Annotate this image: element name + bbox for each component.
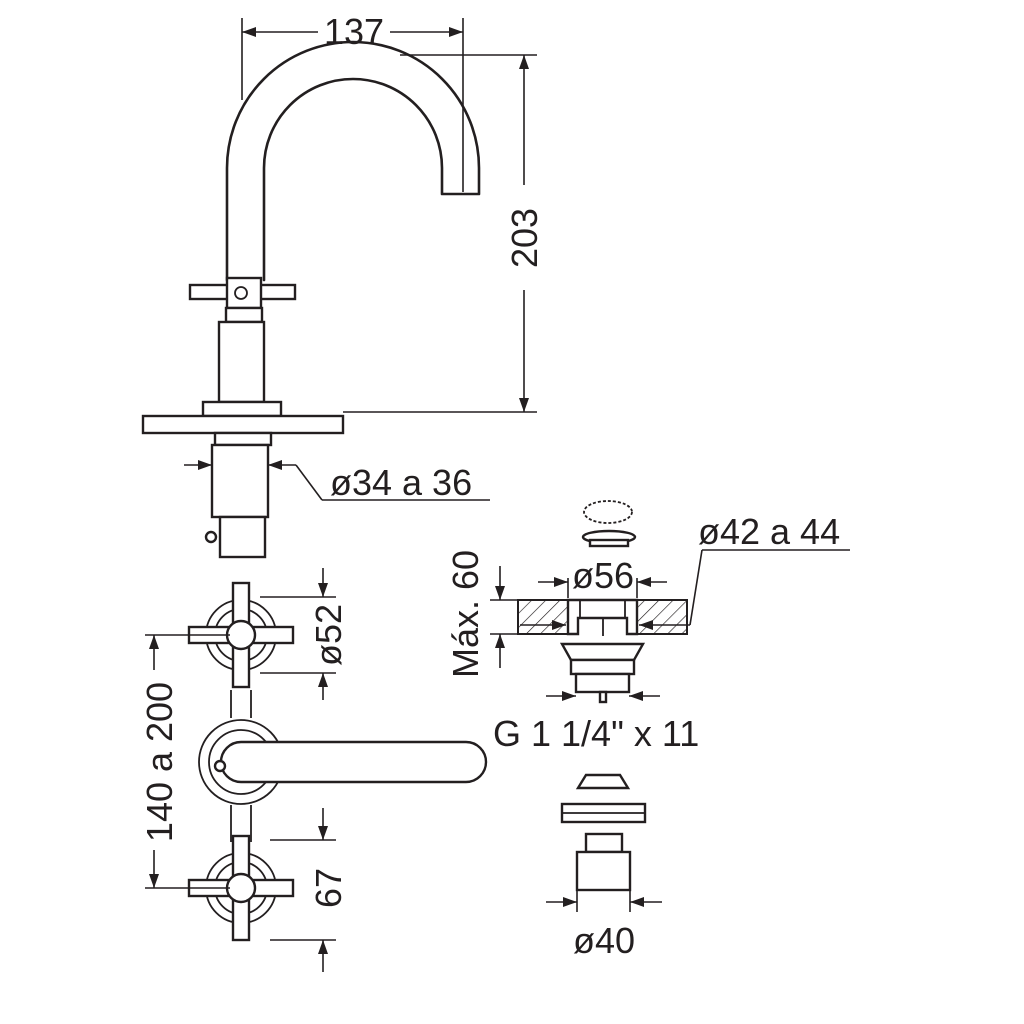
spout-gooseneck xyxy=(225,40,481,282)
dimension-max-thickness: Máx. 60 xyxy=(445,550,518,678)
drain-lower-parts xyxy=(560,773,647,892)
drain-countertop-section xyxy=(517,598,688,636)
drain-assembly xyxy=(517,500,688,892)
spout-under-nut xyxy=(213,431,273,447)
spout-shank xyxy=(210,443,270,519)
dimension-drain-body: ø40 xyxy=(546,890,662,961)
spout-handle-hub xyxy=(225,276,263,310)
dimension-label-spout-reach: 137 xyxy=(324,11,384,52)
dimension-rosette: ø52 xyxy=(260,568,349,700)
dimension-label-max-thickness: Máx. 60 xyxy=(445,550,486,678)
lower-cross-handle xyxy=(187,834,295,942)
spout-lower-body xyxy=(218,515,267,559)
dimension-drain-flange: ø56 xyxy=(538,555,667,598)
spout-base-ring xyxy=(201,400,283,418)
dimension-label-handle-spacing: 140 a 200 xyxy=(139,682,180,842)
deck-plate xyxy=(141,414,345,435)
spout-hose-nipple xyxy=(204,530,218,544)
spout-assembly xyxy=(141,40,481,559)
dimension-label-rosette: ø52 xyxy=(308,604,349,666)
dimension-label-drain-body: ø40 xyxy=(573,920,635,961)
dimension-label-drain-hole: ø42 a 44 xyxy=(698,511,840,552)
dimension-spout-reach: 137 xyxy=(241,11,464,192)
dimension-label-drain-flange: ø56 xyxy=(572,555,634,596)
spout-body xyxy=(217,320,266,404)
dimension-handle-spacing: 140 a 200 xyxy=(139,634,230,889)
drain-body xyxy=(559,642,646,704)
spout-handle-screw xyxy=(234,286,248,300)
dimension-drain-hole: ø42 a 44 xyxy=(520,511,850,630)
dimension-spout-hole: ø34 a 36 xyxy=(184,460,490,503)
dimension-label-spout-height: 203 xyxy=(504,208,545,268)
dimension-spout-height: 203 xyxy=(343,54,545,413)
dimension-label-spout-hole: ø34 a 36 xyxy=(330,462,472,503)
dimension-drain-tail xyxy=(546,691,660,701)
dimension-handle-offset: 67 xyxy=(270,808,349,972)
dimension-label-handle-offset: 67 xyxy=(308,868,349,908)
drain-plug-with-chain xyxy=(581,500,637,548)
spout-collar xyxy=(224,306,264,324)
drain-thread-label: G 1 1/4" x 11 xyxy=(493,713,699,754)
mixer-lever xyxy=(198,719,488,805)
